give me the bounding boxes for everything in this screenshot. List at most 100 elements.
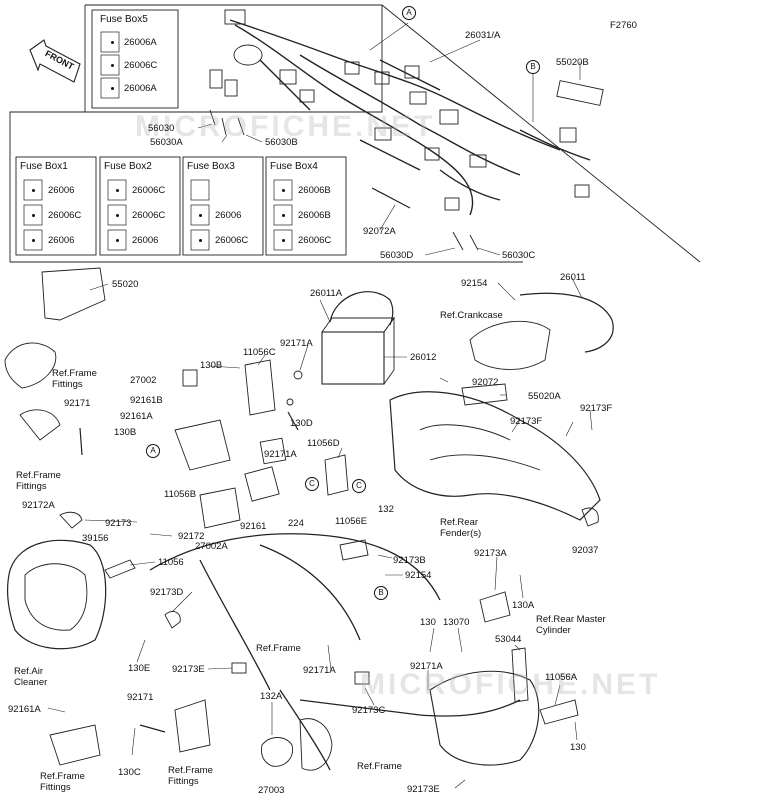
part-92161 xyxy=(244,466,280,502)
part-label: 92173D xyxy=(150,587,184,598)
callout-a-mid: A xyxy=(146,444,160,458)
fuse-box2-item-3: 26006 xyxy=(132,235,159,246)
part-11056A xyxy=(539,699,579,725)
part-55020A xyxy=(461,383,508,406)
part-label: 53044 xyxy=(495,634,522,645)
part-11056D xyxy=(324,454,349,496)
part-label: 92154 xyxy=(405,570,432,581)
part-label: 56030B xyxy=(265,137,298,148)
part-label: 92171A xyxy=(410,661,443,672)
fuse-box4-item-1: 26006B xyxy=(298,185,331,196)
part-label: 132A xyxy=(260,691,283,702)
clip-92173D xyxy=(164,611,181,629)
part-label: 11056A xyxy=(545,672,578,683)
part-label: 56030D xyxy=(380,250,414,261)
rear-fender xyxy=(389,391,601,521)
bracket-92161A-lower xyxy=(49,724,101,766)
cable-26011A xyxy=(329,291,394,326)
main-harness xyxy=(229,19,591,216)
part-label: 92171A xyxy=(303,665,336,676)
part-label: 11056 xyxy=(158,557,184,568)
part-label: 55020A xyxy=(528,391,561,402)
fuse-box4-item-2: 26006B xyxy=(298,210,331,221)
part-label: 92161A xyxy=(8,704,41,715)
part-label: 130E xyxy=(128,663,151,674)
ref-label-crankcase: Ref.Crankcase xyxy=(440,310,503,321)
ref-label-frame: Ref.Frame xyxy=(256,643,301,654)
part-label: 92171A xyxy=(264,449,297,460)
part-label: 56030A xyxy=(150,137,183,148)
part-92037-clip xyxy=(581,507,599,527)
fuse-box3-item-2: 26006 xyxy=(215,210,242,221)
part-label: 92173F xyxy=(510,416,543,427)
part-label: 92172A xyxy=(22,500,55,511)
part-label: 39156 xyxy=(82,533,109,544)
part-label: 92173 xyxy=(105,518,132,529)
ref-label-rear-fender: Ref.Rear Fender(s) xyxy=(440,517,482,539)
battery-26012 xyxy=(321,331,385,385)
part-55020-cover xyxy=(41,267,106,321)
part-label: 92173E xyxy=(172,664,205,675)
part-11056B xyxy=(174,419,231,471)
cable-26011 xyxy=(519,292,614,353)
crankcase-ref xyxy=(469,320,551,370)
figure-id: F2760 xyxy=(610,20,637,31)
fuse-box1-frame xyxy=(15,156,97,256)
part-55020B xyxy=(556,80,604,106)
fuse-box5-frame xyxy=(91,9,179,109)
ref-label-frame-fittings: Ref.Frame Fittings xyxy=(168,765,213,787)
main-frame xyxy=(149,533,521,771)
part-label: 92171A xyxy=(280,338,313,349)
part-11056E xyxy=(339,539,369,561)
fuse-box3-frame xyxy=(182,156,264,256)
leader-lines-top xyxy=(197,22,581,256)
part-92173C xyxy=(354,671,370,685)
fuse-box2-item-2: 26006C xyxy=(132,210,166,221)
part-label: 92173F xyxy=(580,403,613,414)
fuse-slots xyxy=(23,31,293,251)
air-cleaner xyxy=(6,539,107,650)
part-label: 92072A xyxy=(363,226,396,237)
callout-b-top: B xyxy=(526,60,540,74)
part-label: 55020B xyxy=(556,57,589,68)
part-label: 11056C xyxy=(243,347,276,358)
fuse-box5-title: Fuse Box5 xyxy=(100,14,148,25)
callout-c-2: C xyxy=(352,479,366,493)
part-label: 92154 xyxy=(461,278,488,289)
harness-connectors xyxy=(209,9,590,211)
fuse-box5-item-3: 26006A xyxy=(124,83,157,94)
bracket-92171-lower xyxy=(174,699,211,753)
part-label: 92173A xyxy=(474,548,507,559)
part-92072A xyxy=(371,187,411,209)
fuse-box4-title: Fuse Box4 xyxy=(270,161,318,172)
fuse-box5-item-1: 26006A xyxy=(124,37,157,48)
part-label: 92173C xyxy=(352,705,386,716)
part-11056-clamp xyxy=(104,559,136,579)
part-label: 56030 xyxy=(148,123,175,134)
fuse-box5-item-2: 26006C xyxy=(124,60,158,71)
part-label: 130A xyxy=(512,600,535,611)
bracket-92171 xyxy=(19,409,61,441)
part-label: 55020 xyxy=(112,279,139,290)
fuse-box1-item-3: 26006 xyxy=(48,235,75,246)
panel-diagonal xyxy=(381,4,701,263)
part-92173E xyxy=(231,662,247,674)
part-label: 224 xyxy=(288,518,304,529)
ref-label-rear-master-cylinder: Ref.Rear Master Cylinder xyxy=(536,614,606,636)
part-11056C xyxy=(244,359,276,416)
rear-master-bracket xyxy=(479,591,511,623)
part-label: 92037 xyxy=(572,545,599,556)
horn-27003 xyxy=(261,737,293,767)
part-label: 26031/A xyxy=(465,30,501,41)
ref-label-frame-fittings: Ref.Frame Fittings xyxy=(40,771,85,793)
callout-a-top: A xyxy=(402,6,416,20)
part-label: 92161 xyxy=(240,521,267,532)
fuse-box4-frame xyxy=(265,156,347,256)
part-label: 130B xyxy=(114,427,137,438)
part-label: 13070 xyxy=(443,617,470,628)
part-label: 92161B xyxy=(130,395,163,406)
part-label: 92171 xyxy=(64,398,91,409)
part-label: 130D xyxy=(290,418,313,429)
lower-bracket-assy xyxy=(429,670,540,766)
